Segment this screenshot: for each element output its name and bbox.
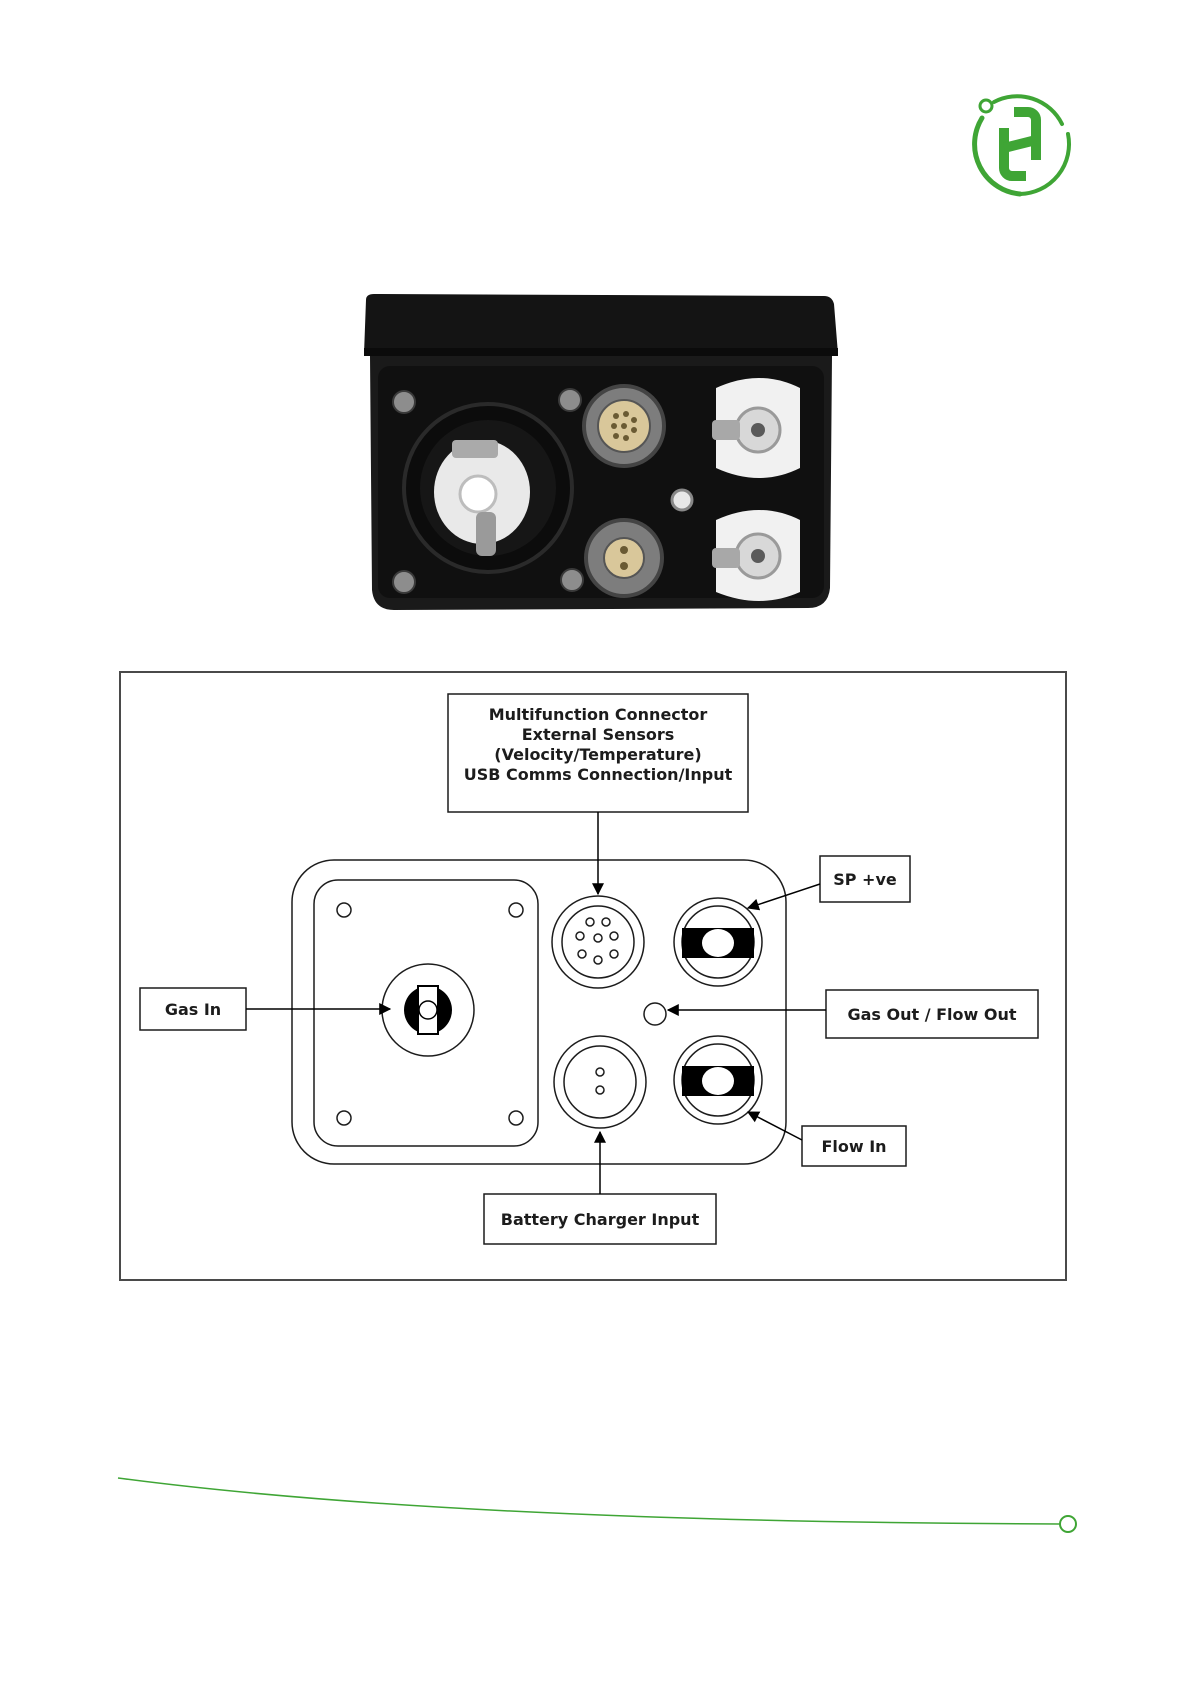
flow-in-label: Flow In	[821, 1137, 886, 1156]
gas-out-label: Gas Out / Flow Out	[847, 1005, 1016, 1024]
multifunction-label-line-3: (Velocity/Temperature)	[494, 745, 701, 764]
sp-ve-label: SP +ve	[833, 870, 897, 889]
multifunction-label-line-4: USB Comms Connection/Input	[464, 765, 733, 784]
connector-diagram: Multifunction Connector External Sensors…	[118, 670, 1068, 1282]
multifunction-label-line-1: Multifunction Connector	[489, 705, 708, 724]
multifunction-label-line-2: External Sensors	[522, 725, 675, 744]
footer-curve-end-circle	[1060, 1516, 1076, 1532]
gas-in-label: Gas In	[165, 1000, 221, 1019]
company-logo	[960, 88, 1080, 200]
footer-decorative-curve	[110, 1470, 1191, 1550]
device-connector-panel-photo	[360, 292, 840, 612]
battery-label: Battery Charger Input	[501, 1210, 700, 1229]
